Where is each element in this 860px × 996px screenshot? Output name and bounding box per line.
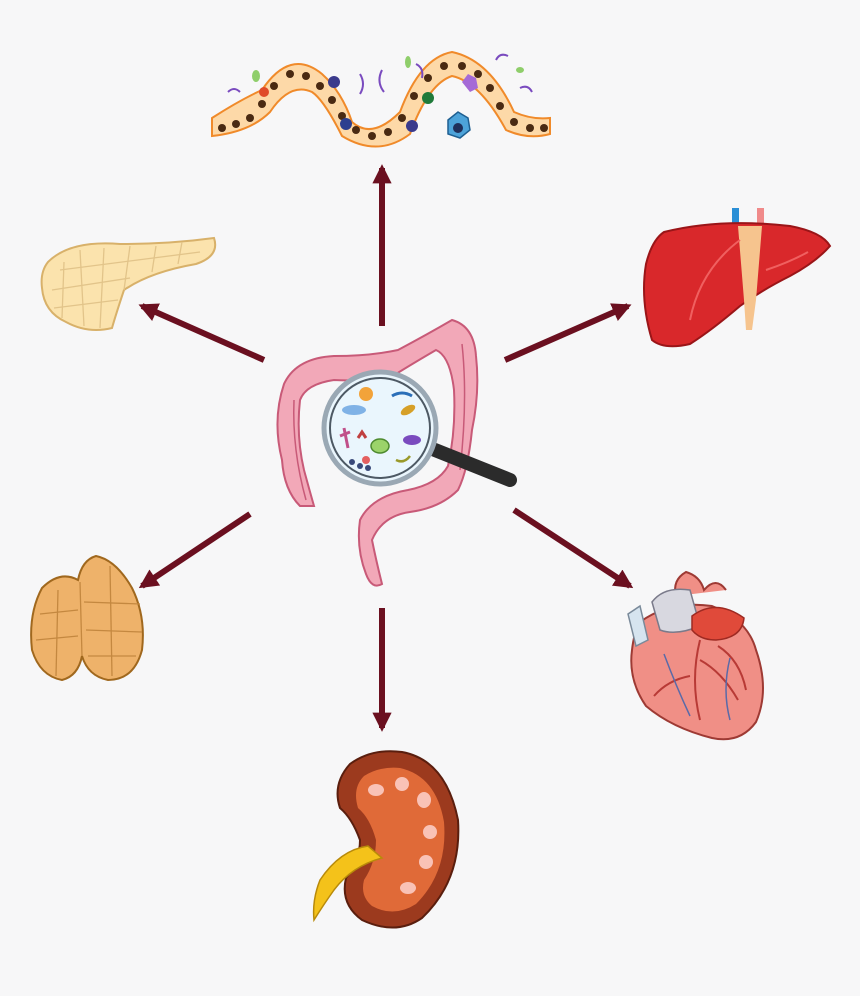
arrow-to-liver: [503, 303, 632, 363]
pancreas-icon: [40, 236, 217, 331]
arrow-to-heart: [512, 507, 634, 589]
thyroid-icon: [30, 554, 144, 682]
microbes: [339, 387, 421, 471]
magnifier-icon: [321, 369, 517, 487]
liver-icon: [643, 208, 832, 348]
intestinal-epithelium-icon: [211, 50, 551, 148]
arrows: [138, 164, 634, 732]
arrow-to-pancreas: [138, 303, 266, 363]
arrow-to-thyroid: [138, 511, 252, 589]
kidney-icon: [312, 750, 460, 929]
heart-icon: [627, 570, 764, 741]
